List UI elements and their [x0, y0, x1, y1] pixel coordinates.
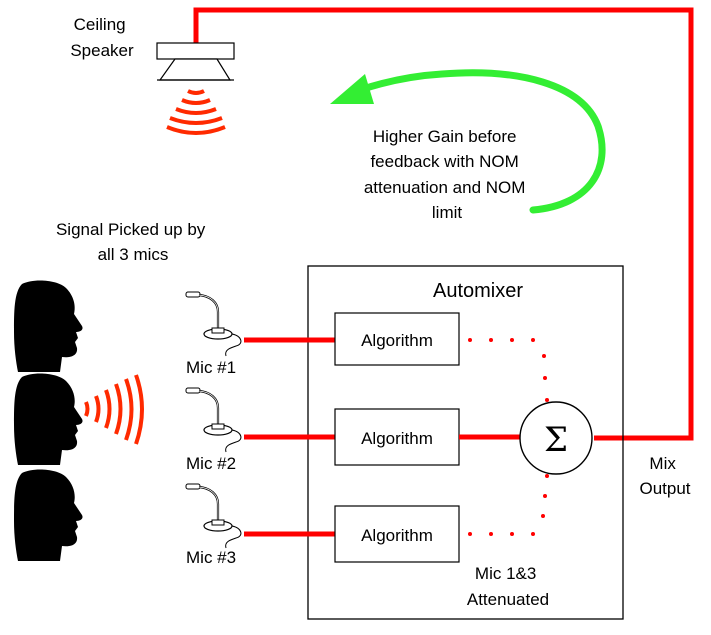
- mic-icon-1: [184, 290, 243, 358]
- algorithm-box-2: [334, 408, 460, 466]
- talker-sound-waves-icon: [84, 374, 144, 445]
- mic-icon-3: [184, 482, 243, 550]
- algorithm-1-label: Algorithm: [361, 331, 433, 350]
- attenuated-path-1: [468, 338, 549, 402]
- summing-node-icon: [519, 401, 593, 475]
- mic-2-label: Mic #2: [186, 454, 236, 473]
- talker-head-icon-1: [14, 280, 83, 372]
- algorithm-2-label: Algorithm: [361, 429, 433, 448]
- gain-note-label: Higher Gain before feedback with NOM att…: [364, 127, 530, 222]
- speaker-sound-waves-icon: [166, 89, 226, 135]
- automixer-box: [307, 265, 624, 620]
- attenuated-path-3: [468, 474, 549, 536]
- ceiling-speaker-icon: [156, 42, 235, 81]
- talker-head-icon-3: [14, 469, 83, 561]
- mic-3-label: Mic #3: [186, 548, 236, 567]
- ceiling-speaker-label: Ceiling Speaker: [70, 15, 134, 60]
- feedback-arrowhead-icon: [330, 74, 374, 104]
- speaker-feed-line: [193, 7, 694, 441]
- algorithm-box-3: [334, 505, 460, 563]
- mix-output-label: Mix Output: [639, 454, 690, 498]
- sum-symbol: Σ: [544, 420, 568, 460]
- automixer-title: Automixer: [433, 280, 523, 302]
- algorithm-box-1: [334, 312, 460, 366]
- talker-head-icon-2: [14, 373, 83, 465]
- signal-note-label: Signal Picked up by all 3 mics: [56, 220, 210, 264]
- algorithm-3-label: Algorithm: [361, 526, 433, 545]
- attenuated-note-label: Mic 1&3 Attenuated: [467, 564, 549, 609]
- mic-icon-2: [184, 386, 243, 454]
- feedback-arrow-icon: [356, 69, 606, 214]
- mic-1-label: Mic #1: [186, 358, 236, 377]
